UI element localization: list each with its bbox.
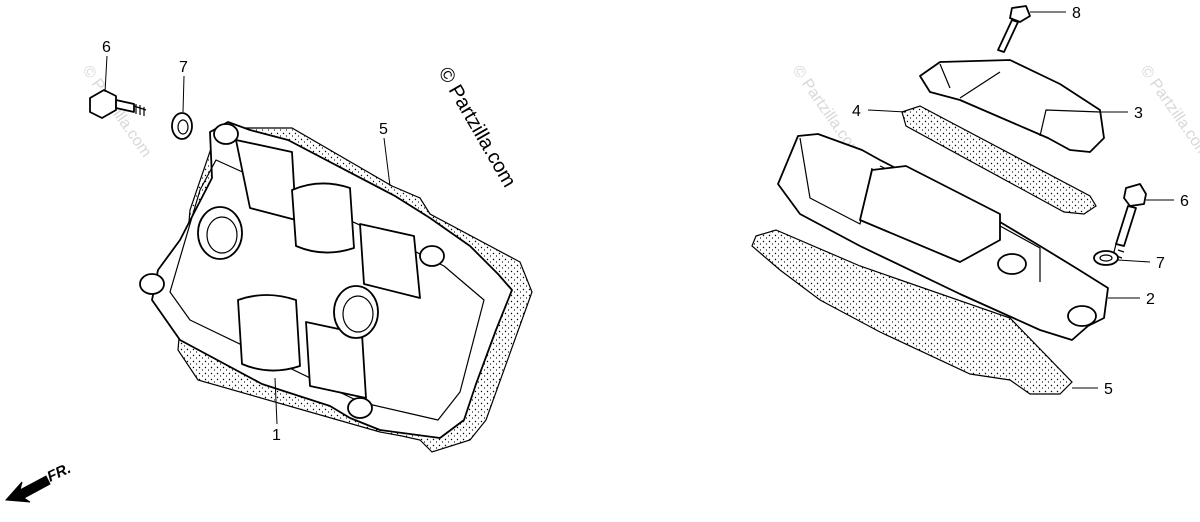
right-cover-2-boss-a xyxy=(997,253,1027,275)
left-boss-2 xyxy=(419,245,445,267)
left-plug-hole-1-inner xyxy=(206,216,238,254)
right-gasket-5 xyxy=(751,229,1073,395)
right-gasket-4 xyxy=(901,105,1097,215)
left-boss-1 xyxy=(213,123,239,145)
callout-left-1: 1 xyxy=(272,427,281,444)
right-bolt-8 xyxy=(997,5,1031,53)
right-leader-7 xyxy=(1117,259,1151,263)
left-leader-7 xyxy=(182,75,185,113)
callout-right-6: 6 xyxy=(1180,193,1189,210)
left-boss-4 xyxy=(347,397,373,419)
left-plug-hole-2 xyxy=(333,285,379,339)
right-cover-3 xyxy=(919,59,1105,153)
left-assembly: 6 7 5 1 xyxy=(89,39,533,453)
right-cover-3-detail xyxy=(939,63,1101,137)
left-bolt-6 xyxy=(89,89,147,119)
right-assembly: 8 3 4 6 7 2 5 xyxy=(751,5,1189,398)
left-washer-7 xyxy=(171,112,193,140)
left-plug-hole-1 xyxy=(197,206,243,260)
front-direction-indicator: FR. xyxy=(4,460,74,503)
main-watermark: © Partzilla.com xyxy=(434,64,520,192)
callout-right-5: 5 xyxy=(1104,381,1113,398)
left-cover-bump-d xyxy=(237,294,301,372)
callout-right-4: 4 xyxy=(852,103,861,120)
left-leader-6 xyxy=(104,55,108,93)
right-cover-2-boss-b xyxy=(1067,305,1097,327)
left-leader-1 xyxy=(274,377,278,425)
left-cover-bump-b xyxy=(291,182,355,254)
callout-left-5: 5 xyxy=(379,121,388,138)
faint-watermark-right-2: © Partzilla.com xyxy=(1137,63,1200,161)
left-plug-hole-2-inner xyxy=(342,295,374,333)
left-leader-5 xyxy=(383,137,391,187)
front-arrow-icon xyxy=(4,475,51,503)
callout-left-7: 7 xyxy=(179,59,188,76)
callout-left-6: 6 xyxy=(102,39,111,56)
callout-right-8: 8 xyxy=(1072,5,1081,22)
right-washer-7 xyxy=(1093,250,1119,266)
callout-right-2: 2 xyxy=(1146,291,1155,308)
left-boss-3 xyxy=(139,273,165,295)
right-bolt-6 xyxy=(1111,183,1147,261)
front-label: FR. xyxy=(45,460,74,486)
callout-right-7: 7 xyxy=(1156,255,1165,272)
callout-right-3: 3 xyxy=(1134,105,1143,122)
right-leader-4 xyxy=(867,109,907,113)
left-cover-bump-c xyxy=(359,223,421,299)
right-cover-2-tower xyxy=(859,165,1001,263)
